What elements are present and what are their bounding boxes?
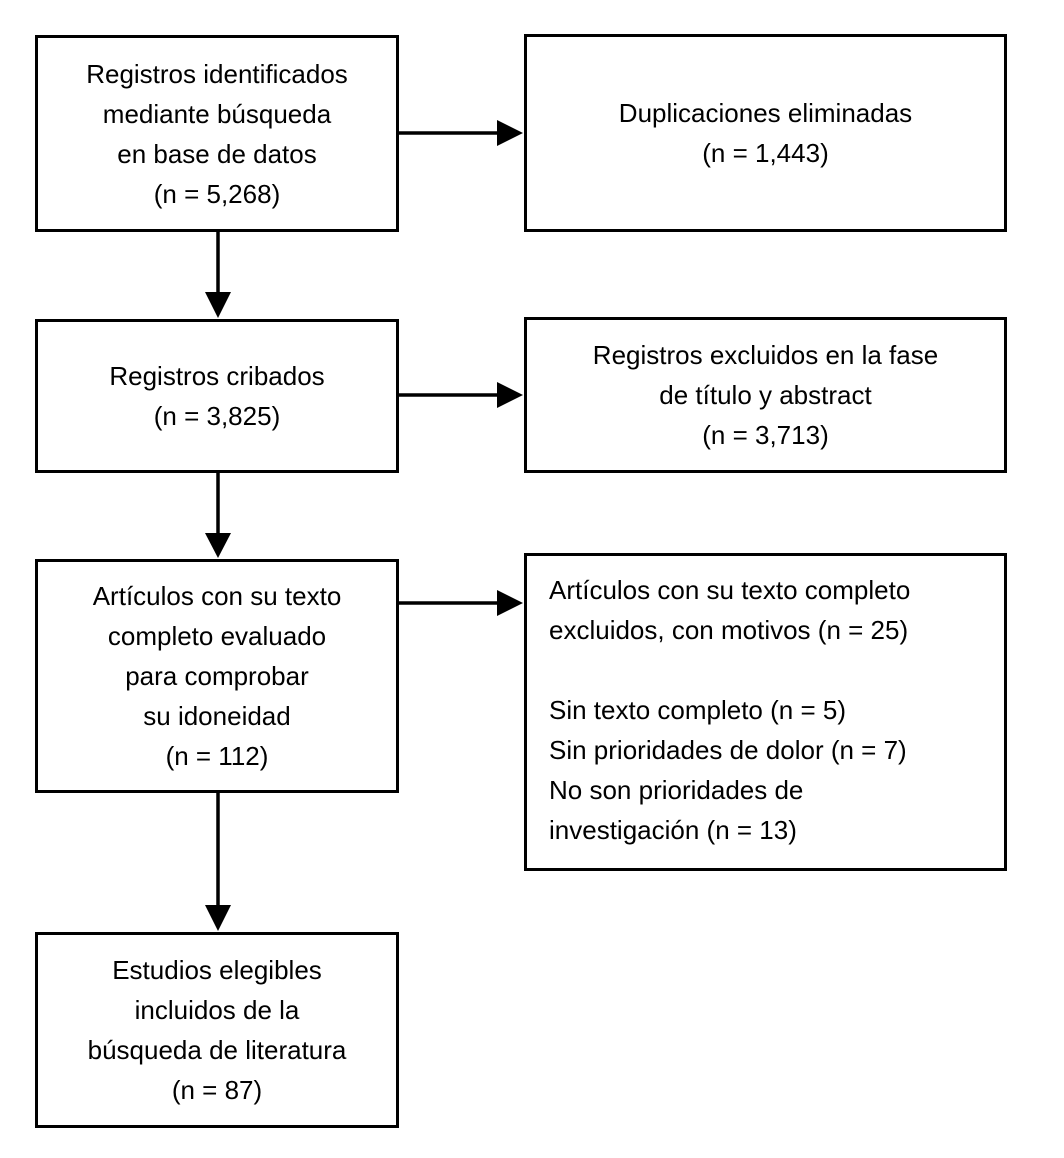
arrow-screened-to-excluded — [399, 382, 523, 408]
box-records-screened-text: Registros cribados (n = 3,825) — [109, 361, 325, 431]
box-studies-included: Estudios elegibles incluidos de la búsqu… — [35, 932, 399, 1128]
box-records-identified: Registros identificados mediante búsqued… — [35, 35, 399, 232]
box-records-screened: Registros cribados (n = 3,825) — [35, 319, 399, 473]
box-fulltext-excluded-text: Artículos con su texto completo excluido… — [549, 575, 911, 845]
arrow-fulltext-to-excluded — [399, 590, 523, 616]
box-excluded-title-abstract: Registros excluidos en la fase de título… — [524, 317, 1007, 473]
box-fulltext-assessed: Artículos con su texto completo evaluado… — [35, 559, 399, 793]
box-excluded-title-abstract-text: Registros excluidos en la fase de título… — [592, 340, 939, 450]
arrow-screened-to-fulltext — [205, 473, 231, 558]
box-studies-included-text: Estudios elegibles incluidos de la búsqu… — [87, 955, 347, 1105]
arrow-identified-to-screened — [205, 232, 231, 318]
box-duplicates-removed: Duplicaciones eliminadas (n = 1,443) — [524, 34, 1007, 232]
box-records-identified-text: Registros identificados mediante búsqued… — [86, 58, 348, 209]
box-fulltext-excluded: Artículos con su texto completo excluido… — [524, 553, 1007, 871]
box-duplicates-removed-text: Duplicaciones eliminadas (n = 1,443) — [618, 98, 913, 168]
arrow-fulltext-to-included — [205, 793, 231, 931]
arrow-identified-to-duplicates — [399, 120, 523, 146]
box-fulltext-assessed-text: Artículos con su texto completo evaluado… — [92, 581, 342, 771]
